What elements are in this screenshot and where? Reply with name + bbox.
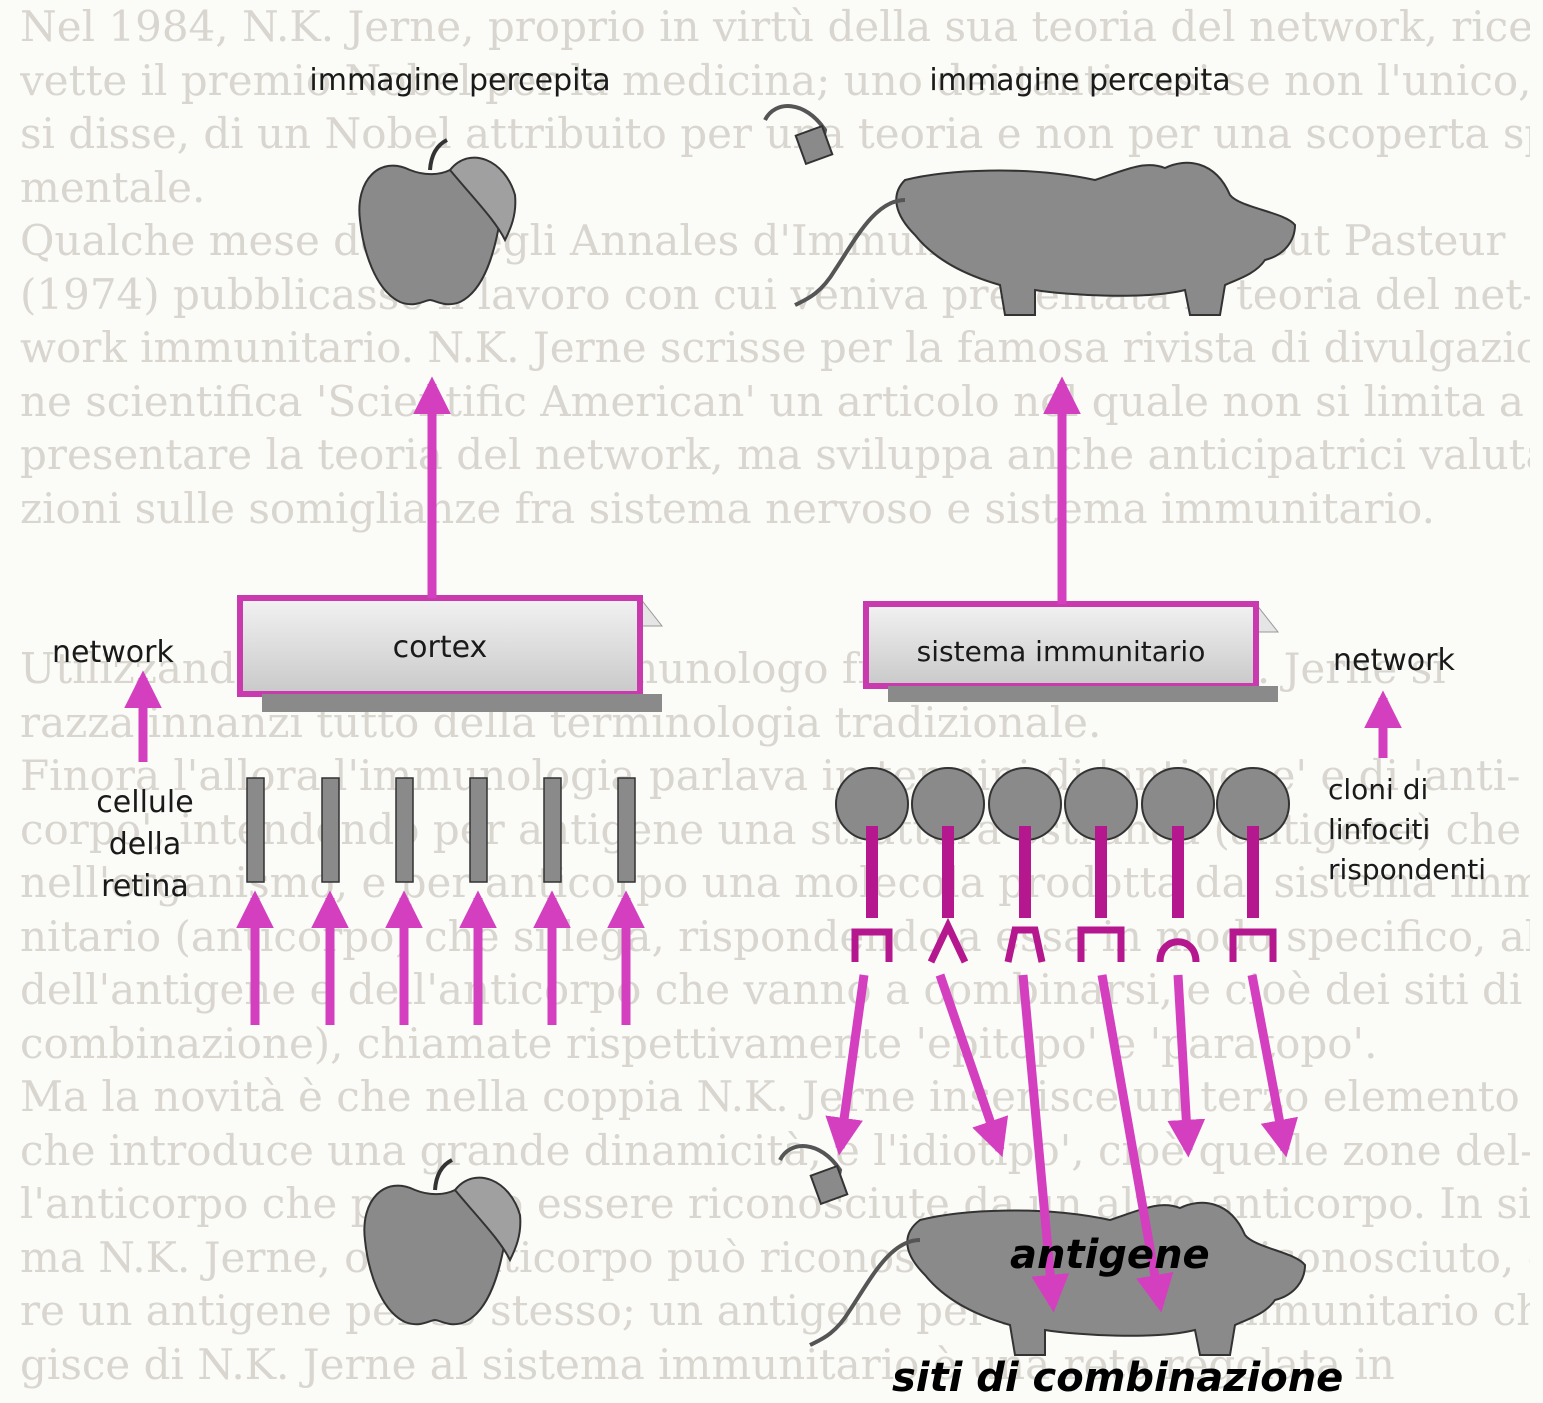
left-network-label: network xyxy=(52,635,174,670)
retina-cell xyxy=(618,778,635,882)
clones-label-line: rispondenti xyxy=(1328,850,1486,890)
lymphocyte-clones-label: cloni di linfociti rispondenti xyxy=(1328,770,1486,890)
combination-sites-label: siti di combinazione xyxy=(892,1355,1343,1401)
cortex-label: cortex xyxy=(240,630,640,665)
retina-cell xyxy=(396,778,413,882)
antigen-arrow xyxy=(840,975,864,1148)
immune-system-label: sistema immunitario xyxy=(866,635,1256,668)
receptor-binding-site xyxy=(1233,932,1273,962)
left-title: immagine percepita xyxy=(300,63,620,98)
receptor-stem xyxy=(1172,826,1184,918)
antigen-arrow xyxy=(1178,975,1188,1150)
retina-label-line: della xyxy=(60,824,230,866)
retina-arrows xyxy=(255,898,626,1025)
antigen-arrow xyxy=(940,975,1000,1150)
antigen-arrow xyxy=(1252,975,1285,1150)
apple-icon xyxy=(364,1160,520,1324)
receptor-stem xyxy=(1019,826,1031,918)
receptor-stem xyxy=(1095,826,1107,918)
receptor-binding-site xyxy=(1008,930,1042,962)
receptor-binding-site xyxy=(1160,942,1196,962)
receptor-binding-site xyxy=(1081,930,1121,962)
pig-icon xyxy=(765,106,1295,315)
retina-cell xyxy=(470,778,487,882)
retina-label-line: retina xyxy=(60,866,230,908)
apple-icon xyxy=(359,140,515,304)
receptor-stem xyxy=(866,826,878,918)
lymphocyte-clones xyxy=(836,768,1289,962)
retina-cell xyxy=(544,778,561,882)
retina-cell xyxy=(247,778,264,882)
receptor-stem xyxy=(1247,826,1259,918)
retina-cells-label: cellule della retina xyxy=(60,782,230,908)
right-network-label: network xyxy=(1333,643,1455,678)
retina-cells xyxy=(247,778,635,882)
receptor-binding-site xyxy=(855,932,889,962)
retina-cell xyxy=(322,778,339,882)
receptor-binding-site xyxy=(931,926,965,962)
receptor-stem xyxy=(942,826,954,918)
clones-label-line: linfociti xyxy=(1328,810,1486,850)
retina-label-line: cellule xyxy=(60,782,230,824)
antigen-label: antigene xyxy=(1010,1232,1210,1278)
clones-label-line: cloni di xyxy=(1328,770,1486,810)
right-title: immagine percepita xyxy=(915,63,1245,98)
